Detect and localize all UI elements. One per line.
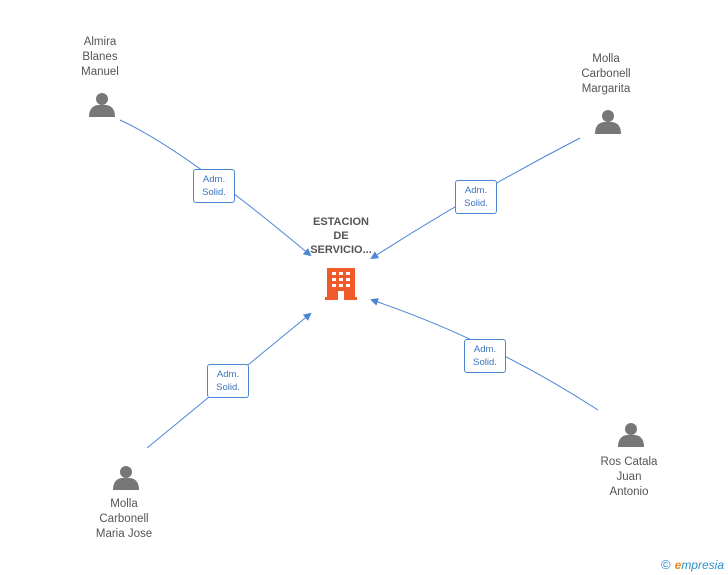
company-name-line: SERVICIO...: [310, 244, 372, 256]
name-line: Maria Jose: [95, 528, 153, 540]
person-icon[interactable]: [595, 110, 621, 134]
name-line: Molla: [110, 498, 138, 510]
building-icon[interactable]: [325, 268, 357, 300]
relation-line: Solid.: [202, 187, 226, 198]
relation-badge[interactable]: Adm. Solid.: [193, 169, 235, 203]
relation-line: Solid.: [473, 357, 497, 368]
relation-line: Solid.: [464, 198, 488, 209]
name-line: Blanes: [82, 51, 118, 63]
person-name-ros-catala[interactable]: Ros Catala Juan Antonio: [569, 455, 689, 500]
copyright-symbol: ©: [661, 557, 671, 572]
person-name-molla-margarita[interactable]: Molla Carbonell Margarita: [546, 52, 666, 97]
name-line: Almira: [83, 36, 117, 48]
empresia-logo[interactable]: ©empresia: [661, 557, 724, 572]
company-name-line: DE: [333, 230, 349, 242]
person-icon[interactable]: [89, 93, 115, 117]
relation-badge[interactable]: Adm. Solid.: [464, 339, 506, 373]
name-line: Juan: [616, 471, 642, 483]
brand-initial: e: [674, 558, 682, 572]
person-name-almira[interactable]: Almira Blanes Manuel: [40, 35, 160, 80]
name-line: Manuel: [81, 66, 119, 78]
person-icon[interactable]: [618, 423, 644, 447]
person-name-molla-maria-jose[interactable]: Molla Carbonell Maria Jose: [64, 497, 184, 542]
relation-badge[interactable]: Adm. Solid.: [455, 180, 497, 214]
brand-name: mpresia: [681, 558, 724, 572]
relation-line: Solid.: [216, 382, 240, 393]
person-icon[interactable]: [113, 466, 139, 490]
name-line: Carbonell: [581, 68, 631, 80]
relation-line: Adm.: [216, 369, 240, 380]
relation-line: Adm.: [202, 174, 226, 185]
relation-line: Adm.: [473, 344, 497, 355]
name-line: Antonio: [609, 486, 649, 498]
name-line: Margarita: [581, 83, 631, 95]
relation-line: Adm.: [464, 185, 488, 196]
name-line: Carbonell: [99, 513, 149, 525]
relation-badge[interactable]: Adm. Solid.: [207, 364, 249, 398]
edge-almira: [119, 119, 312, 257]
name-line: Molla: [592, 53, 620, 65]
name-line: Ros Catala: [600, 456, 658, 468]
company-name[interactable]: ESTACION DE SERVICIO...: [298, 215, 384, 257]
company-name-line: ESTACION: [312, 216, 370, 228]
